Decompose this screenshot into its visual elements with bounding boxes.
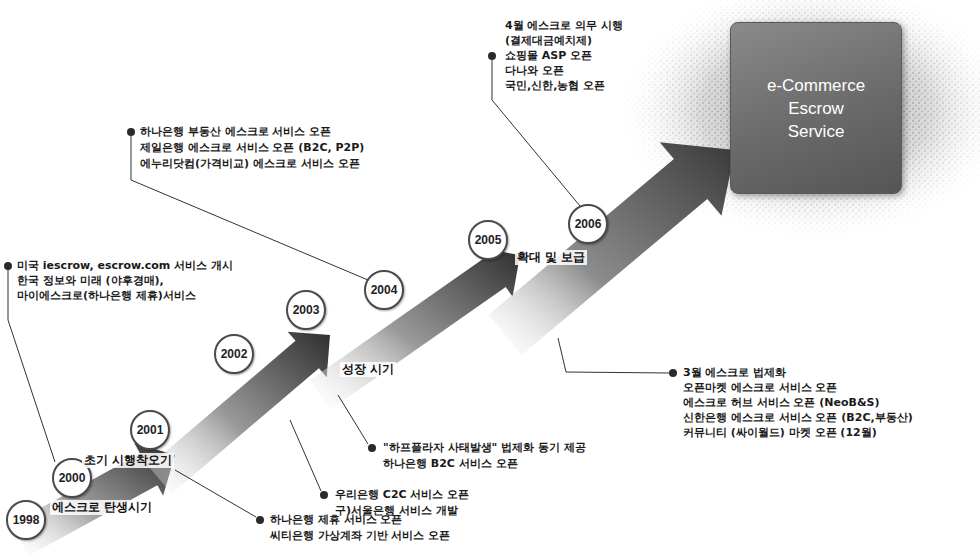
event-note: 다나와 오픈 [505, 64, 564, 78]
bullet-dots [4, 52, 677, 524]
year-label: 2000 [59, 471, 86, 485]
phase-label: 확대 및 보급 [515, 250, 587, 265]
year-label: 2006 [575, 217, 602, 231]
event-note: 하나은행 부동산 에스크로 서비스 오픈 [140, 125, 331, 139]
phase-label: 초기 시행착오기 [82, 453, 174, 468]
year-circle: 2004 [364, 270, 404, 310]
year-circle: 1998 [6, 500, 46, 540]
year-label: 2004 [371, 283, 398, 297]
step-arrow [310, 248, 520, 410]
phase-label: 성장 시기 [340, 362, 396, 377]
event-note: 3월 에스크로 법제화 [683, 366, 786, 380]
bullet-dot [368, 444, 376, 452]
event-note: 하나은행 B2C 서비스 오픈 [383, 457, 518, 471]
service-box: e-Commerce Escrow Service [730, 22, 902, 194]
event-note: 쇼핑몰 ASP 오픈 [505, 49, 592, 63]
event-note: 제일은행 에스크로 서비스 오픈 (B2C, P2P) [140, 141, 364, 155]
leader-lines [8, 60, 669, 517]
bullet-dot [256, 516, 264, 524]
bullet-dot [127, 128, 135, 136]
year-label: 2003 [293, 303, 320, 317]
year-label: 2005 [475, 233, 502, 247]
event-note: 국민,신한,농협 오픈 [505, 79, 605, 93]
event-note: 씨티은행 가상계좌 기반 서비스 오픈 [270, 529, 450, 543]
step-arrow [148, 332, 330, 494]
event-note: 미국 iescrow, escrow.com 서비스 개시 [17, 259, 233, 273]
leader-line [290, 420, 321, 491]
year-label: 2002 [221, 347, 248, 361]
bullet-dot [320, 491, 328, 499]
year-circle: 2006 [568, 204, 608, 244]
leader-line [338, 395, 368, 444]
event-note: 한국 정보와 미래 (야후경매), [17, 274, 164, 288]
bullet-dot [4, 262, 12, 270]
leader-line [131, 136, 368, 280]
event-note: 신한은행 에스크로 서비스 오픈 (B2C,부동산) [683, 411, 913, 425]
event-note: 오픈마켓 에스크로 서비스 오픈 [683, 381, 838, 395]
step-arrow [11, 443, 175, 556]
year-circle: 2005 [468, 220, 508, 260]
event-note: "하프플라자 사태발생" 법제화 동기 제공 [383, 441, 586, 455]
event-note: 마이에스크로(하나은행 제휴)서비스 [17, 289, 196, 303]
service-title: e-Commerce Escrow Service [762, 74, 870, 143]
year-label: 2001 [137, 423, 164, 437]
main-arrow [488, 142, 735, 355]
leader-line [175, 470, 256, 517]
phase-label: 에스크로 탄생시기 [50, 500, 154, 515]
year-circle: 2001 [130, 410, 170, 450]
year-circle: 2003 [286, 290, 326, 330]
event-note: 에스크로 허브 서비스 오픈 (NeoB&S) [683, 396, 880, 410]
leader-line [558, 338, 669, 373]
event-note: 하나은행 제휴 서비스 오픈 [270, 513, 403, 527]
year-circle: 2002 [214, 334, 254, 374]
event-note: 4월 에스크로 의무 시행 [505, 19, 623, 33]
event-note: 커뮤니티 (싸이월드) 마켓 오픈 (12월) [683, 426, 877, 440]
bullet-dot [488, 52, 496, 60]
event-note: 우리은행 C2C 서비스 오픈 [335, 488, 469, 502]
event-note: 에누리닷컴(가격비교) 에스크로 서비스 오픈 [140, 157, 360, 171]
event-note: (결제대금예치제) [505, 34, 592, 48]
bullet-dot [669, 369, 677, 377]
year-label: 1998 [13, 513, 40, 527]
